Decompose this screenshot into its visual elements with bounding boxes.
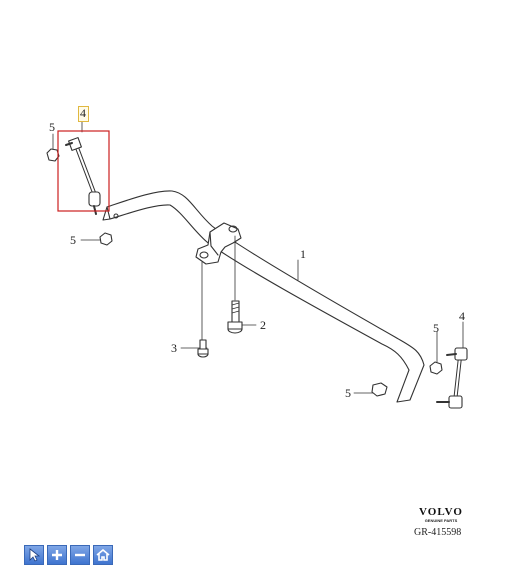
zoom-out-button[interactable] [70, 545, 90, 565]
link-rod-left[interactable] [65, 137, 101, 215]
cursor-icon [29, 548, 40, 562]
callout-5-mid-left: 5 [70, 233, 76, 247]
callout-4-left-highlight: 4 [78, 106, 89, 122]
callout-1: 1 [300, 247, 306, 261]
viewer-toolbar [24, 545, 113, 565]
nut-top-left[interactable] [46, 148, 60, 162]
home-icon [96, 549, 110, 561]
brand-name: VOLVO [419, 506, 463, 518]
callout-5-top-left: 5 [49, 120, 55, 134]
diagram-reference: GR-415598 [414, 527, 462, 538]
highlight-frame [57, 130, 110, 212]
nut-bottom[interactable] [371, 382, 388, 397]
callout-5-right: 5 [433, 321, 439, 335]
callout-5-bottom: 5 [345, 386, 351, 400]
plus-icon [52, 550, 62, 560]
callout-4-left: 4 [80, 106, 86, 120]
brand-subtitle: GENUINE PARTS [424, 518, 458, 523]
home-button[interactable] [93, 545, 113, 565]
nut-right[interactable] [429, 361, 443, 375]
bolt-part-3[interactable] [197, 339, 209, 358]
callout-4-right: 4 [459, 309, 465, 323]
pointer-button[interactable] [24, 545, 44, 565]
minus-icon [75, 553, 85, 557]
nut-mid-left[interactable] [99, 232, 113, 246]
callout-3: 3 [171, 341, 177, 355]
stabilizer-bar[interactable] [102, 190, 425, 403]
zoom-in-button[interactable] [47, 545, 67, 565]
brand-logo: VOLVO GENUINE PARTS [414, 507, 468, 524]
link-rod-right[interactable] [436, 347, 468, 409]
bushing-clamp[interactable] [195, 222, 242, 265]
callout-2: 2 [260, 318, 266, 332]
bolt-part-2[interactable] [227, 300, 243, 334]
